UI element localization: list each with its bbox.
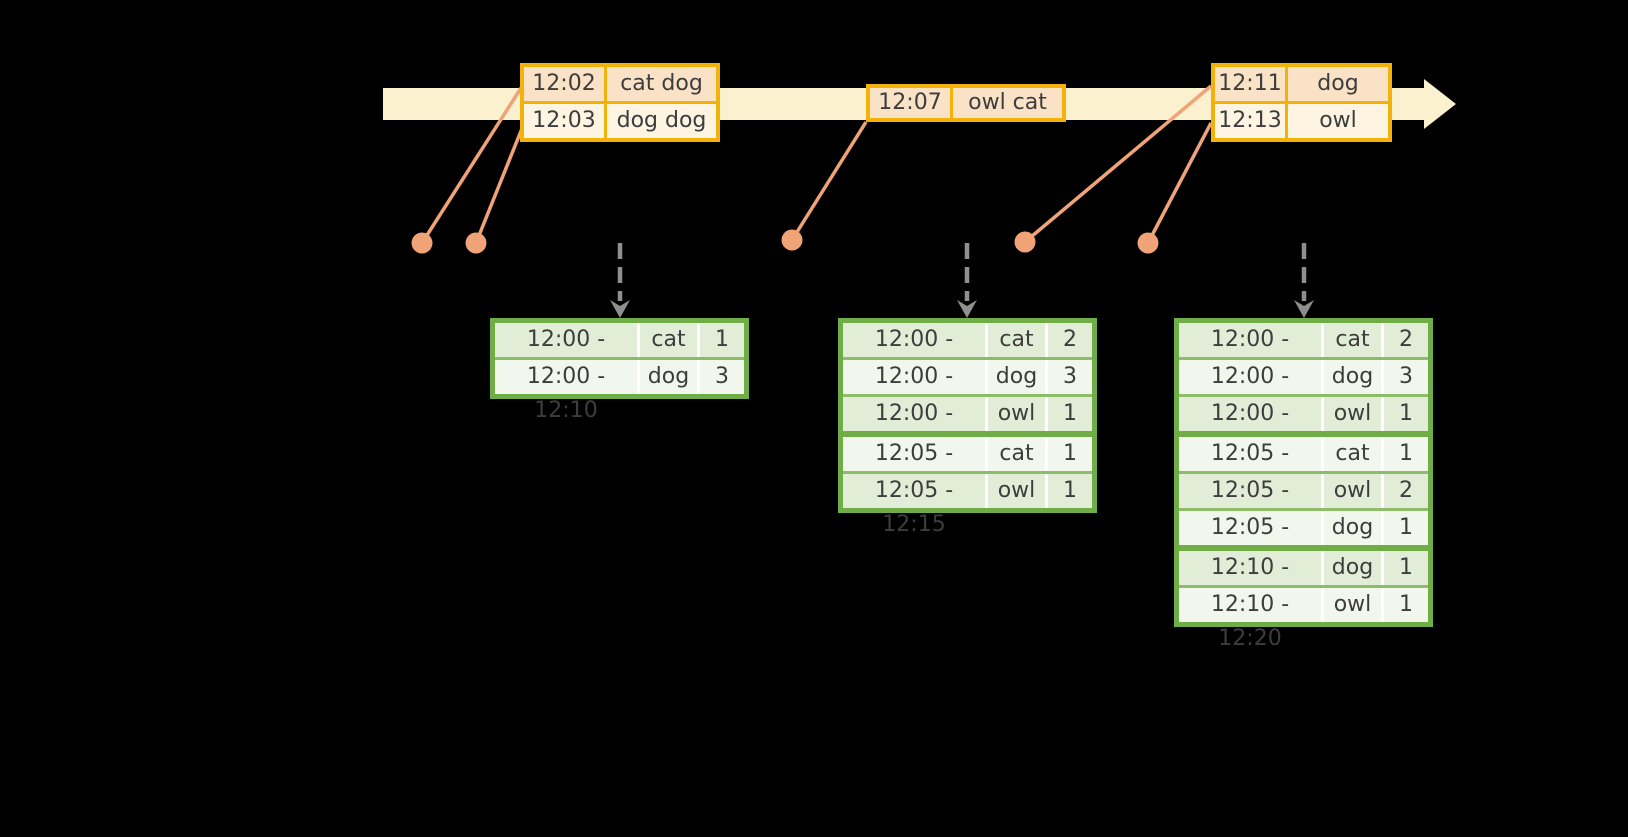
window-cell: 12:05 - 12:15 [1179, 474, 1321, 537]
event-time-cell: 12:02 [524, 67, 607, 101]
event-time-cell: 12:11 [1215, 67, 1288, 101]
word-cell: owl [1321, 397, 1381, 431]
event-dot-4 [1014, 231, 1036, 253]
window-cell: 12:05 - 12:15 [1179, 437, 1321, 500]
result-table-3: 12:00 - 12:10 cat 2 12:00 - 12:10 dog 3 … [1174, 318, 1433, 651]
word-cell: cat [985, 437, 1045, 471]
count-cell: 2 [1045, 323, 1092, 357]
window-cell: 12:00 - 12:10 [1179, 323, 1321, 386]
input-event-table-3: 12:11 dog 12:13 owl [1211, 63, 1392, 142]
word-cell: owl [1321, 588, 1381, 622]
trigger-arrowhead-1-icon [610, 300, 630, 318]
window-cell: 12:00 - 12:10 [495, 323, 637, 386]
window-cell: 12:10 - 12:20 [1179, 551, 1321, 614]
word-cell: owl [1321, 474, 1381, 508]
connector-line-3 [790, 121, 868, 241]
table-row: 12:00 - 12:10 cat 2 [843, 323, 1092, 386]
event-time-cell: 12:07 [870, 88, 953, 118]
trigger-arrow-stems [617, 243, 1307, 301]
count-cell: 2 [1381, 474, 1428, 508]
word-cell: cat [1321, 437, 1381, 471]
timeline-arrowhead-icon [1424, 79, 1456, 129]
count-cell: 1 [1045, 437, 1092, 471]
event-words-cell: owl cat [953, 88, 1062, 118]
window-cell: 12:00 - 12:10 [843, 360, 985, 423]
window-cell: 12:00 - 12:10 [1179, 360, 1321, 423]
table-row: 12:07 owl cat [870, 88, 1062, 118]
event-dot-5 [1137, 232, 1159, 254]
window-cell: 12:00 - 12:10 [843, 323, 985, 386]
event-words-cell: cat dog [607, 67, 716, 101]
word-cell: dog [1321, 360, 1381, 394]
window-cell: 12:00 - 12:10 [495, 360, 637, 423]
table-row: 12:05 - 12:15 dog 1 [1179, 508, 1428, 574]
connector-line-1 [420, 87, 523, 244]
trigger-arrowhead-2-icon [957, 300, 977, 318]
window-cell: 12:00 - 12:10 [1179, 397, 1321, 460]
table-row: 12:10 - 12:20 owl 1 [1179, 585, 1428, 651]
word-cell: owl [985, 397, 1045, 431]
count-cell: 3 [1045, 360, 1092, 394]
trigger-arrowheads [610, 300, 1314, 318]
event-words-cell: dog [1288, 67, 1388, 101]
word-cell: dog [1321, 551, 1381, 585]
count-cell: 1 [1381, 397, 1428, 431]
count-cell: 3 [697, 360, 744, 394]
table-row: 12:11 dog [1215, 67, 1388, 101]
count-cell: 1 [1381, 511, 1428, 545]
result-table-2: 12:00 - 12:10 cat 2 12:00 - 12:10 dog 3 … [838, 318, 1097, 537]
event-dot-2 [465, 232, 487, 254]
table-row: 12:03 dog dog [524, 101, 716, 138]
table-row: 12:00 - 12:10 cat 2 [1179, 323, 1428, 386]
table-row: 12:00 - 12:10 dog 3 [1179, 357, 1428, 423]
word-cell: cat [985, 323, 1045, 357]
event-dot-1 [411, 232, 433, 254]
word-cell: dog [985, 360, 1045, 394]
count-cell: 1 [1381, 551, 1428, 585]
event-connector-lines [420, 84, 1213, 244]
event-time-cell: 12:13 [1215, 104, 1288, 138]
table-row: 12:00 - 12:10 cat 1 [495, 323, 744, 386]
table-row: 12:00 - 12:10 owl 1 [843, 394, 1092, 460]
table-row: 12:00 - 12:10 dog 3 [495, 357, 744, 423]
window-cell: 12:05 - 12:15 [843, 474, 985, 537]
window-cell: 12:05 - 12:15 [1179, 511, 1321, 574]
trigger-arrowhead-3-icon [1294, 300, 1314, 318]
count-cell: 1 [1045, 397, 1092, 431]
word-cell: dog [1321, 511, 1381, 545]
count-cell: 1 [697, 323, 744, 357]
table-row: 12:02 cat dog [524, 67, 716, 101]
word-cell: cat [1321, 323, 1381, 357]
event-words-cell: dog dog [607, 104, 716, 138]
event-dot-3 [781, 229, 803, 251]
count-cell: 3 [1381, 360, 1428, 394]
event-words-cell: owl [1288, 104, 1388, 138]
table-row: 12:05 - 12:15 cat 1 [1179, 431, 1428, 500]
event-time-cell: 12:03 [524, 104, 607, 138]
window-cell: 12:05 - 12:15 [843, 437, 985, 500]
word-cell: dog [637, 360, 697, 394]
connector-line-2 [474, 125, 525, 244]
table-row: 12:10 - 12:20 dog 1 [1179, 545, 1428, 614]
count-cell: 1 [1381, 588, 1428, 622]
table-row: 12:05 - 12:15 cat 1 [843, 431, 1092, 500]
word-cell: cat [637, 323, 697, 357]
count-cell: 1 [1381, 437, 1428, 471]
table-row: 12:05 - 12:15 owl 2 [1179, 471, 1428, 537]
word-cell: owl [985, 474, 1045, 508]
connector-line-5 [1146, 122, 1213, 244]
table-row: 12:13 owl [1215, 101, 1388, 138]
result-table-1: 12:00 - 12:10 cat 1 12:00 - 12:10 dog 3 [490, 318, 749, 423]
window-cell: 12:10 - 12:20 [1179, 588, 1321, 651]
table-row: 12:00 - 12:10 owl 1 [1179, 394, 1428, 460]
event-dots [411, 229, 1159, 254]
input-event-table-2: 12:07 owl cat [866, 84, 1066, 122]
count-cell: 1 [1045, 474, 1092, 508]
connector-line-4 [1023, 84, 1213, 244]
table-row: 12:05 - 12:15 owl 1 [843, 471, 1092, 537]
window-cell: 12:00 - 12:10 [843, 397, 985, 460]
input-event-table-1: 12:02 cat dog 12:03 dog dog [520, 63, 720, 142]
count-cell: 2 [1381, 323, 1428, 357]
table-row: 12:00 - 12:10 dog 3 [843, 357, 1092, 423]
